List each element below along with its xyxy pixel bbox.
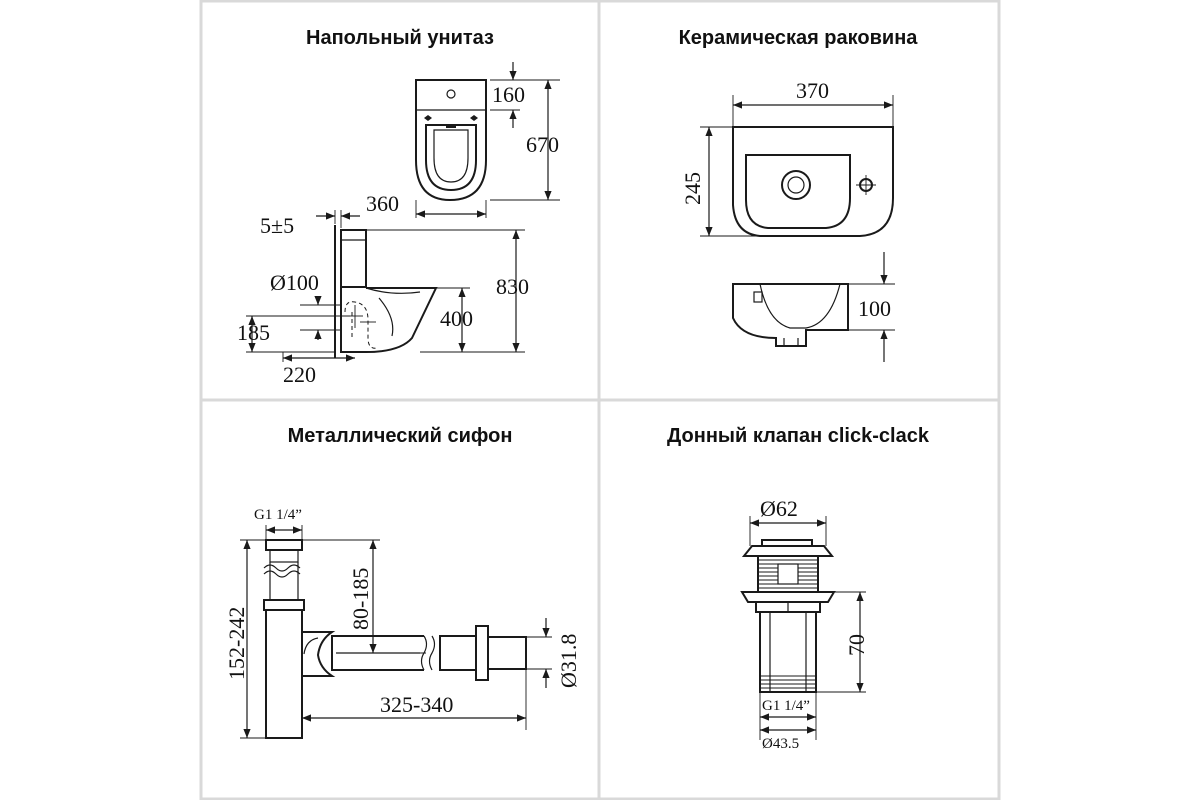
- valve-panel: Донный клапан click-clack Ø62: [667, 425, 930, 752]
- toilet-top-view: [415, 79, 487, 202]
- valve-dim-diameter-62: Ø62: [760, 496, 798, 521]
- toilet-dim-670: 670: [526, 132, 559, 157]
- siphon-panel: Металлический сифон G1 1/4” 15: [224, 425, 581, 739]
- basin-top-view: [732, 126, 894, 237]
- siphon-dim-diameter-31-8: Ø31.8: [556, 634, 581, 688]
- valve-dim-diameter-43-5: Ø43.5: [762, 736, 799, 752]
- siphon-dim-80: 80-185: [348, 568, 373, 630]
- toilet-dim-400: 400: [440, 306, 473, 331]
- basin-dim-370: 370: [796, 78, 829, 103]
- basin-panel: Керамическая раковина 370 245: [679, 27, 919, 362]
- toilet-dim-diameter-100: Ø100: [270, 270, 319, 295]
- toilet-side-view: [334, 225, 438, 358]
- basin-title: Керамическая раковина: [679, 27, 919, 49]
- toilet-dim-220: 220: [283, 362, 316, 387]
- basin-side-view: [732, 283, 849, 347]
- toilet-dim-830: 830: [496, 274, 529, 299]
- siphon-title: Металлический сифон: [288, 425, 513, 447]
- siphon-drawing: [263, 539, 527, 739]
- siphon-dim-152: 152-242: [224, 607, 249, 680]
- valve-title: Донный клапан click-clack: [667, 425, 930, 447]
- siphon-dim-thread: G1 1/4”: [254, 507, 302, 523]
- basin-dim-100: 100: [858, 296, 891, 321]
- toilet-dim-360: 360: [366, 191, 399, 216]
- basin-dim-245: 245: [680, 172, 705, 205]
- valve-drawing: [740, 539, 836, 693]
- toilet-panel: Напольный унитаз 160 670 360: [237, 27, 560, 387]
- valve-dim-thread: G1 1/4”: [762, 698, 810, 714]
- toilet-dim-5: 5±5: [260, 213, 294, 238]
- panel-grid: [199, 0, 1001, 800]
- siphon-dim-325: 325-340: [380, 692, 453, 717]
- toilet-title: Напольный унитаз: [306, 27, 494, 49]
- toilet-dim-185: 185: [237, 320, 270, 345]
- toilet-dim-160: 160: [492, 82, 525, 107]
- valve-dim-70: 70: [844, 634, 869, 656]
